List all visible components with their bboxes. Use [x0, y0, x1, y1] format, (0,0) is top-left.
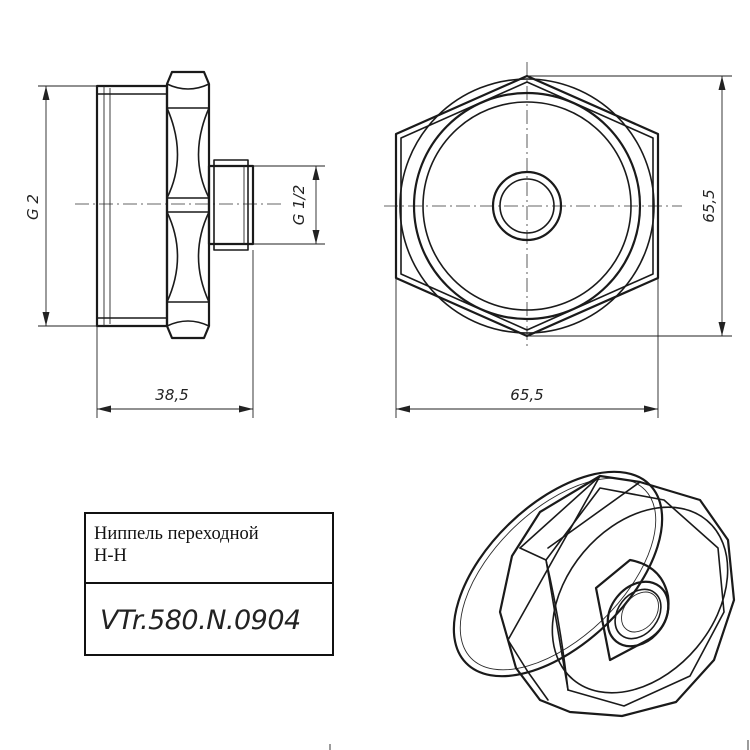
front-view: 65,5 65,5 — [384, 62, 732, 418]
large-thread-body — [95, 84, 169, 328]
title-block: Ниппель переходной Н-Н VTr.580.N.0904 — [84, 512, 334, 656]
bore-outer-circle — [491, 170, 563, 242]
hex-nut-profile — [165, 70, 211, 340]
outer-face-circle — [412, 91, 642, 321]
side-view: G 2 G 1/2 38,5 — [24, 70, 325, 418]
iso-hex-band — [498, 474, 736, 718]
part-code: VTr.580.N.0904 — [100, 604, 301, 636]
iso-stub-end — [606, 580, 670, 648]
front-width-dimension-label: 65,5 — [510, 386, 543, 404]
iso-hex-front-face — [545, 487, 725, 707]
g12-dimension-label: G 1/2 — [290, 185, 308, 226]
iso-bore — [614, 588, 662, 640]
front-height-dimension-label: 65,5 — [700, 189, 718, 222]
small-thread-stub — [207, 164, 255, 246]
isometric-view — [452, 470, 736, 718]
inner-face-circle — [422, 101, 632, 311]
g2-dimension-label: G 2 — [24, 194, 42, 220]
part-name-line1: Ниппель переходной — [94, 524, 259, 544]
bore-inner-circle — [499, 178, 555, 234]
title-block-name: Ниппель переходной Н-Н — [86, 514, 332, 584]
part-name-line2: Н-Н — [94, 546, 127, 566]
length-dimension-label: 38,5 — [155, 386, 188, 404]
chamfer-circle — [399, 78, 655, 334]
iso-stub — [594, 558, 670, 662]
